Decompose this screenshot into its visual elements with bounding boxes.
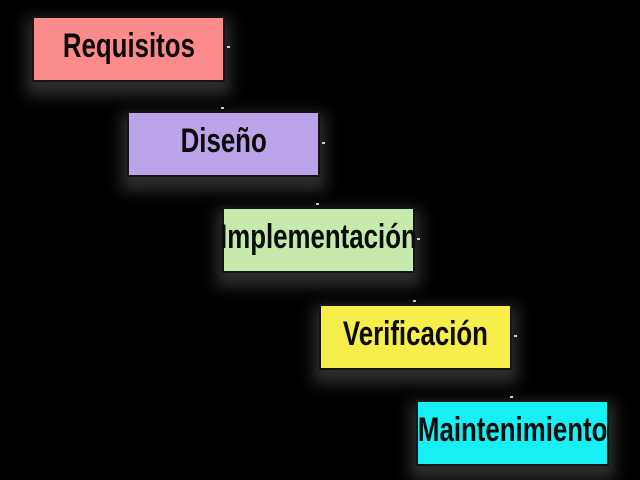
connector-artifact [514,335,517,337]
connector-artifact [316,203,319,205]
step-maintenimiento: Maintenimiento [416,400,609,466]
connector-artifact [413,300,416,302]
connector-artifact [510,396,513,398]
step-label-diseno: Diseño [180,122,267,160]
step-requisitos: Requisitos [32,16,225,82]
connector-artifact [417,238,420,240]
step-label-implementacion: Implementación [220,218,417,256]
step-label-requisitos: Requisitos [62,27,195,65]
step-label-maintenimiento: Maintenimiento [417,411,608,449]
connector-artifact [221,107,224,109]
connector-artifact [227,46,230,48]
step-implementacion: Implementación [220,207,417,273]
step-label-verificacion: Verificación [342,315,489,353]
step-diseno: Diseño [127,111,320,177]
step-verificacion: Verificación [319,304,512,370]
connector-artifact [322,142,325,144]
